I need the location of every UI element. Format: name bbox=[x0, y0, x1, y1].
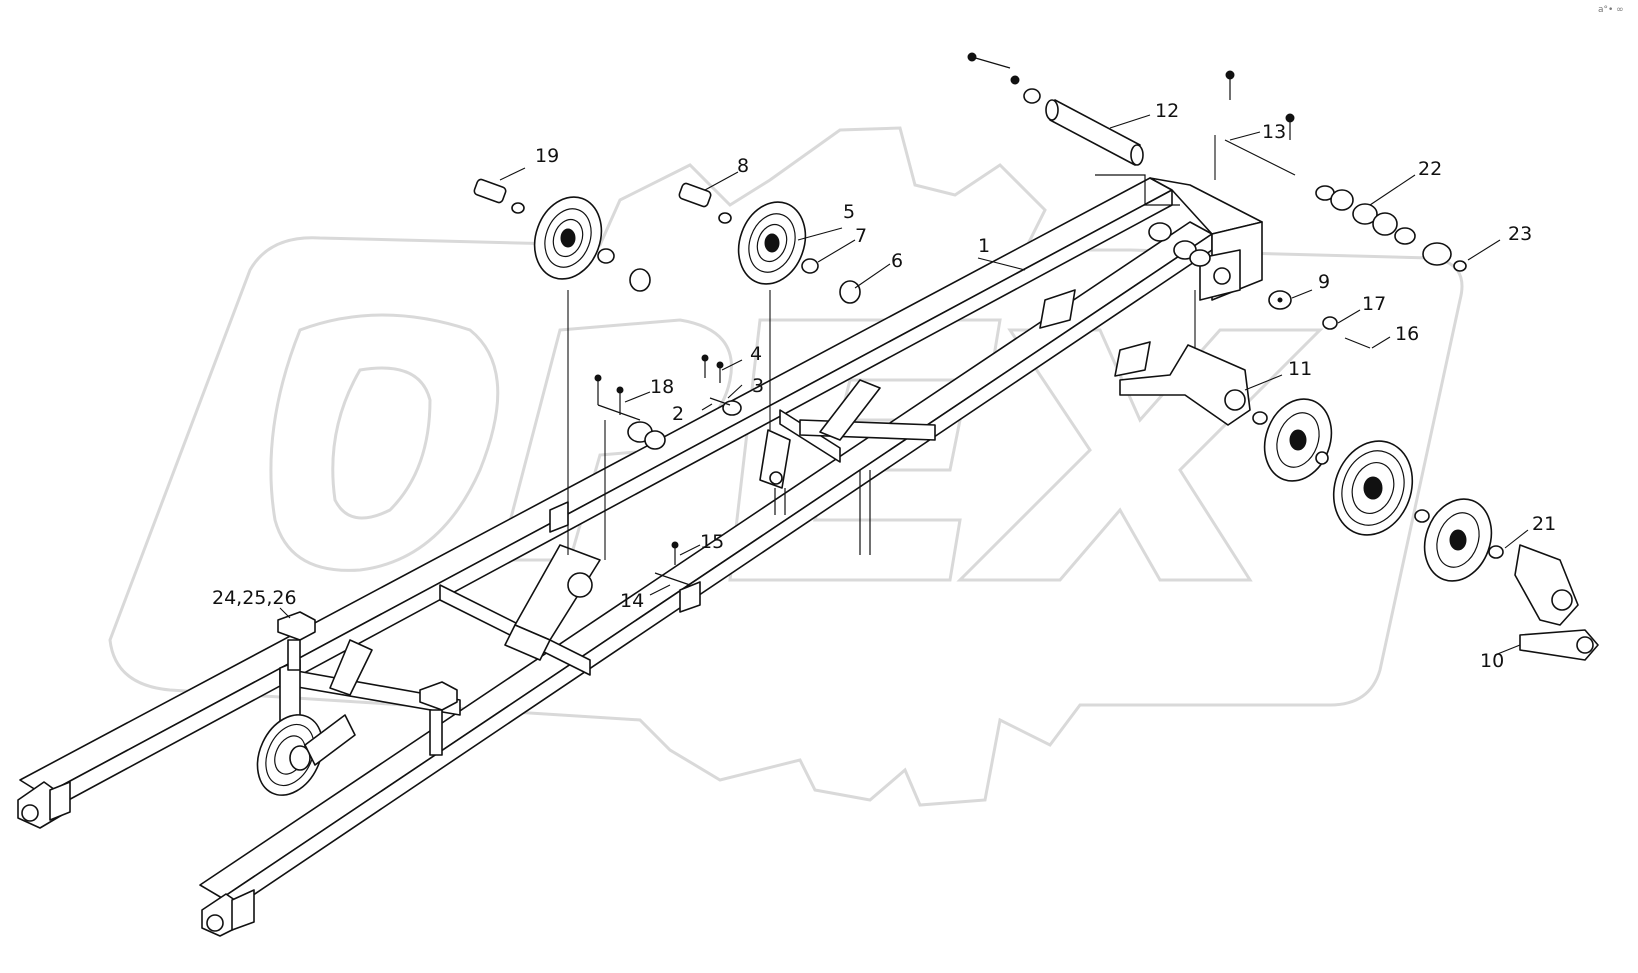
callout-12: 12 bbox=[1155, 100, 1179, 122]
callout-22: 22 bbox=[1418, 158, 1442, 180]
shaft-19 bbox=[473, 178, 507, 204]
cap-23 bbox=[1453, 260, 1467, 272]
shaft-12 bbox=[1049, 99, 1141, 166]
callout-17: 17 bbox=[1362, 293, 1386, 315]
ring-19a bbox=[597, 248, 615, 264]
frame-rear-hole bbox=[1213, 267, 1231, 285]
bushing-18b bbox=[644, 430, 666, 450]
callout-3: 3 bbox=[752, 375, 764, 397]
callout-2: 2 bbox=[672, 403, 684, 425]
callout-11: 11 bbox=[1288, 358, 1312, 380]
pulley-19-group bbox=[473, 178, 651, 555]
callout-18: 18 bbox=[650, 376, 674, 398]
ring-22 bbox=[1394, 227, 1416, 245]
callout-6: 6 bbox=[891, 250, 903, 272]
bolt-12 bbox=[971, 56, 1011, 69]
callout-labels: 1 2 3 4 5 6 7 8 9 10 11 12 13 14 15 16 1… bbox=[212, 100, 1556, 672]
frame-left-beam bbox=[19, 177, 1173, 796]
callout-8: 8 bbox=[737, 155, 749, 177]
callout-4: 4 bbox=[750, 343, 762, 365]
callout-9: 9 bbox=[1318, 271, 1330, 293]
cradle-supports bbox=[277, 611, 458, 756]
brace-mid bbox=[819, 379, 881, 441]
beam-bracket-2 bbox=[679, 581, 701, 613]
washer-19 bbox=[511, 202, 525, 214]
bearing-22b bbox=[1372, 212, 1398, 236]
pin-13 bbox=[1224, 139, 1296, 176]
pin-18 bbox=[597, 404, 641, 421]
main-frame bbox=[17, 177, 1263, 937]
tow-lug bbox=[759, 429, 791, 489]
bracket-10a bbox=[1514, 544, 1579, 626]
callout-15: 15 bbox=[700, 531, 724, 553]
pulley-5-group bbox=[678, 182, 861, 430]
frame-bushing-1 bbox=[1148, 222, 1172, 242]
washer-12 bbox=[1023, 88, 1041, 104]
washer-21 bbox=[1488, 545, 1504, 559]
bolt-16 bbox=[1344, 337, 1371, 349]
tow-arm-pivot bbox=[567, 572, 593, 598]
callout-5: 5 bbox=[843, 201, 855, 223]
callout-23: 23 bbox=[1508, 223, 1532, 245]
pin-2 bbox=[709, 397, 731, 406]
cradle-right bbox=[419, 681, 458, 711]
corner-mark: a°• ∞ bbox=[1598, 5, 1624, 15]
callout-21: 21 bbox=[1532, 513, 1556, 535]
callout-10: 10 bbox=[1480, 650, 1504, 672]
ring-7 bbox=[801, 258, 819, 274]
washer-11 bbox=[1252, 411, 1268, 425]
frame-wheel bbox=[256, 714, 356, 796]
callout-1: 1 bbox=[978, 235, 990, 257]
tow-arm-lower bbox=[504, 624, 551, 661]
washer-8 bbox=[718, 212, 732, 224]
nut-17 bbox=[1322, 316, 1338, 330]
callout-14: 14 bbox=[620, 590, 644, 612]
frame-bushing-3 bbox=[1189, 249, 1211, 267]
bracket-11 bbox=[1119, 344, 1251, 426]
callout-7: 7 bbox=[855, 225, 867, 247]
bracket-10b bbox=[1519, 629, 1599, 661]
bushing-22 bbox=[1330, 189, 1354, 211]
brace-rear bbox=[329, 639, 373, 696]
ring-6 bbox=[839, 280, 861, 304]
wheel-arm bbox=[304, 714, 356, 766]
small-hardware bbox=[594, 354, 742, 586]
rear-hardware bbox=[967, 52, 1467, 395]
callout-24-25-26: 24,25,26 bbox=[212, 587, 297, 609]
roller-cluster bbox=[1119, 290, 1599, 661]
leader-lines bbox=[279, 114, 1529, 656]
bearing-22a bbox=[1352, 203, 1378, 225]
beam-bracket-4 bbox=[1114, 341, 1151, 377]
beam-bracket-3 bbox=[1039, 289, 1076, 329]
callout-16: 16 bbox=[1395, 323, 1419, 345]
cradle-left bbox=[277, 611, 316, 641]
callout-13: 13 bbox=[1262, 121, 1286, 143]
shaft-8 bbox=[678, 182, 712, 208]
callout-19: 19 bbox=[535, 145, 559, 167]
ring-19b bbox=[629, 268, 651, 292]
pin-14 bbox=[654, 572, 691, 586]
bushing-23 bbox=[1422, 242, 1452, 266]
